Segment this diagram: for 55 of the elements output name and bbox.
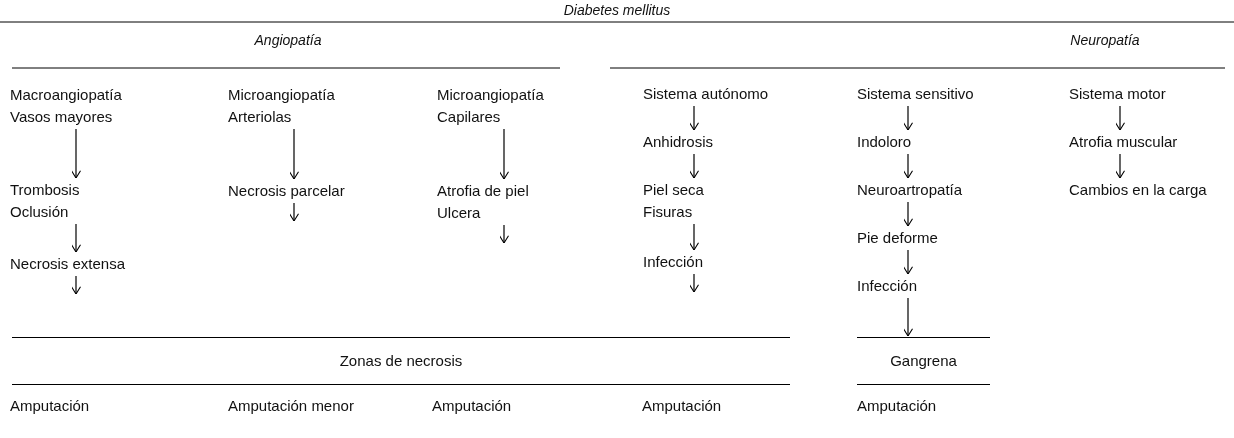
arrow — [902, 249, 914, 275]
node-text: Trombosis — [10, 180, 80, 200]
node-text: Atrofia muscular — [1069, 132, 1178, 152]
node-text: Microangiopatía — [437, 85, 544, 105]
node-text: Ulcera — [437, 203, 482, 223]
node-text: Anhidrosis — [643, 132, 714, 152]
node-text: Infección — [643, 252, 704, 272]
node-text: Pie deforme — [857, 228, 938, 248]
node-text: Macroangiopatía — [10, 85, 122, 105]
node-text: Indoloro — [857, 132, 912, 152]
arrow — [902, 201, 914, 227]
diagram-title: Diabetes mellitus — [562, 2, 672, 18]
band-label: Zonas de necrosis — [339, 351, 463, 371]
section-heading: Angiopatía — [254, 31, 322, 50]
arrow — [902, 153, 914, 179]
node-text: Cambios en la carga — [1069, 180, 1207, 200]
outcome-label: Amputación — [642, 396, 722, 416]
arrow — [1114, 105, 1126, 131]
node-text: Microangiopatía — [228, 85, 335, 105]
node-text: Capilares — [437, 107, 502, 127]
node-text: Fisuras — [643, 202, 694, 222]
section-heading: Neuropatía — [1070, 31, 1140, 50]
node-text: Piel seca — [643, 180, 704, 200]
arrow — [688, 223, 700, 251]
arrow — [288, 202, 300, 222]
node-text: Neuroartropatía — [857, 180, 963, 200]
band-label: Gangrena — [890, 351, 957, 371]
outcome-label: Amputación — [432, 396, 512, 416]
outcome-label: Amputación menor — [228, 396, 354, 416]
outcome-label: Amputación — [10, 396, 90, 416]
node-text: Necrosis parcelar — [228, 181, 345, 201]
outcome-band — [12, 337, 790, 385]
arrow — [902, 297, 914, 337]
arrow — [1114, 153, 1126, 179]
node-text: Sistema autónomo — [643, 84, 769, 104]
node-text: Arteriolas — [228, 107, 293, 127]
node-text: Infección — [857, 276, 918, 296]
node-text: Sistema sensitivo — [857, 84, 974, 104]
arrow — [688, 153, 700, 179]
node-text: Vasos mayores — [10, 107, 114, 127]
arrow — [70, 128, 82, 179]
outcome-label: Amputación — [857, 396, 937, 416]
arrow — [688, 273, 700, 293]
arrow — [498, 224, 510, 244]
arrow — [288, 128, 300, 180]
outcome-band — [857, 337, 990, 385]
node-text: Sistema motor — [1069, 84, 1166, 104]
node-text: Atrofia de piel — [437, 181, 529, 201]
arrow — [498, 128, 510, 180]
arrow — [70, 275, 82, 295]
node-text: Oclusión — [10, 202, 70, 222]
arrow — [688, 105, 700, 131]
node-text: Necrosis extensa — [10, 254, 126, 274]
arrow — [70, 223, 82, 253]
arrow — [902, 105, 914, 131]
